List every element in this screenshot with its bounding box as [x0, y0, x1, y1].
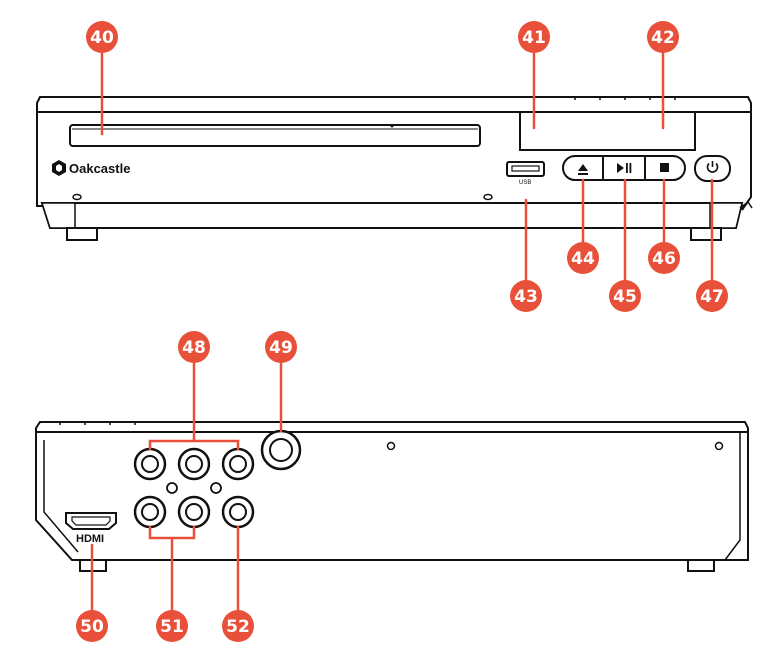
- svg-text:52: 52: [226, 617, 250, 637]
- rca-small-hole-2: [211, 483, 221, 493]
- svg-text:43: 43: [514, 287, 538, 307]
- usb-port-inner: [512, 166, 539, 171]
- coaxial-jack: [262, 431, 300, 469]
- svg-text:49: 49: [269, 338, 293, 358]
- callout-51: 51: [156, 610, 188, 642]
- callout-50: 50: [76, 610, 108, 642]
- svg-text:51: 51: [160, 617, 184, 637]
- rear-view: [36, 422, 748, 571]
- front-left-screw: [73, 195, 81, 200]
- hdmi-label: HDMI: [76, 533, 104, 545]
- hdmi-port-inner: [72, 517, 110, 525]
- rca-jack-bottom-3: [223, 497, 253, 527]
- power-button: [695, 156, 730, 181]
- callout-44: 44: [567, 242, 599, 274]
- svg-text:47: 47: [700, 287, 724, 307]
- svg-text:42: 42: [651, 28, 675, 48]
- callout-52: 52: [222, 610, 254, 642]
- svg-text:50: 50: [80, 617, 104, 637]
- svg-text:44: 44: [571, 249, 595, 269]
- callout-40: 40: [86, 21, 118, 53]
- disc-tray-slot: [70, 125, 480, 146]
- rca-jack-bottom-2: [179, 497, 209, 527]
- front-right-flap: [710, 203, 742, 228]
- svg-text:46: 46: [652, 249, 676, 269]
- rca-jack-top-2: [179, 449, 209, 479]
- callout-46: 46: [648, 242, 680, 274]
- rca-jack-bottom-1: [135, 497, 165, 527]
- rca-jack-top-3: [223, 449, 253, 479]
- svg-text:41: 41: [522, 28, 546, 48]
- front-center-screw: [484, 195, 492, 200]
- callout-42: 42: [647, 21, 679, 53]
- callout-43: 43: [510, 280, 542, 312]
- callout-49: 49: [265, 331, 297, 363]
- front-left-flap: [42, 203, 75, 228]
- rca-small-hole-1: [167, 483, 177, 493]
- svg-text:45: 45: [613, 287, 637, 307]
- rca-jack-top-1: [135, 449, 165, 479]
- callout-41: 41: [518, 21, 550, 53]
- disc-tray-dot: [391, 125, 394, 128]
- brand-name: Oakcastle: [69, 161, 130, 176]
- front-left-foot: [67, 228, 97, 240]
- callout-47: 47: [696, 280, 728, 312]
- front-lower-bevel: [42, 203, 742, 228]
- svg-text:40: 40: [90, 28, 114, 48]
- rear-top-edge: [36, 422, 748, 432]
- front-right-foot: [691, 228, 721, 240]
- rear-screw-1: [388, 443, 395, 450]
- stop-icon: [660, 163, 669, 172]
- display-window: [520, 112, 695, 150]
- front-view: [37, 97, 752, 240]
- svg-text:48: 48: [182, 338, 206, 358]
- callout-48: 48: [178, 331, 210, 363]
- rear-right-foot: [688, 560, 714, 571]
- callout-45: 45: [609, 280, 641, 312]
- front-top-edge: [37, 97, 751, 112]
- rear-screw-2: [716, 443, 723, 450]
- usb-label: USB: [519, 180, 531, 186]
